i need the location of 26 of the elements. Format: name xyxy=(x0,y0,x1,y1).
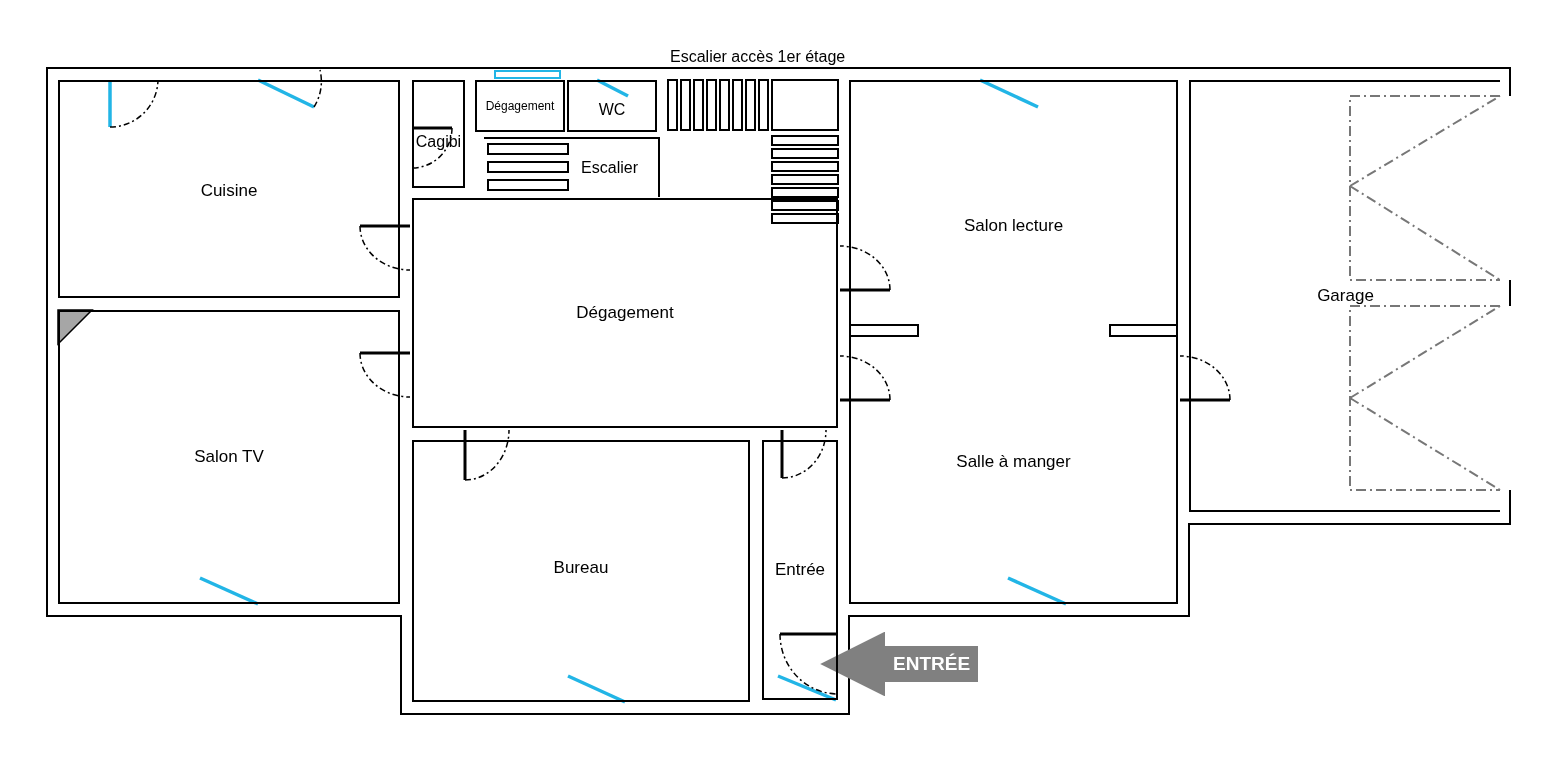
room xyxy=(58,80,400,298)
room xyxy=(475,80,565,132)
room xyxy=(567,80,657,132)
room xyxy=(484,137,660,197)
room-label: Salon TV xyxy=(194,446,264,468)
entrance-arrow xyxy=(820,631,978,697)
room xyxy=(762,440,838,700)
room-label: Cuisine xyxy=(200,180,258,202)
room-label: Escalier xyxy=(581,158,638,178)
room-label: Salle à manger xyxy=(956,451,1071,473)
room xyxy=(412,198,838,428)
room-label: Bureau xyxy=(553,557,609,579)
room-label: Cagibi xyxy=(415,132,462,152)
room-label: WC xyxy=(598,100,626,120)
room xyxy=(849,336,1178,604)
staircase-note: Escalier accès 1er étage xyxy=(670,47,846,67)
room xyxy=(1189,80,1500,512)
room xyxy=(58,310,400,604)
room-label: Salon lecture xyxy=(963,215,1064,237)
room-label: Entrée xyxy=(774,559,826,581)
room-label: Dégagement xyxy=(485,98,555,114)
room xyxy=(412,80,465,188)
room xyxy=(412,440,750,702)
room-label: Dégagement xyxy=(576,302,674,324)
room xyxy=(849,80,1178,336)
room-label: Garage xyxy=(1317,285,1374,307)
